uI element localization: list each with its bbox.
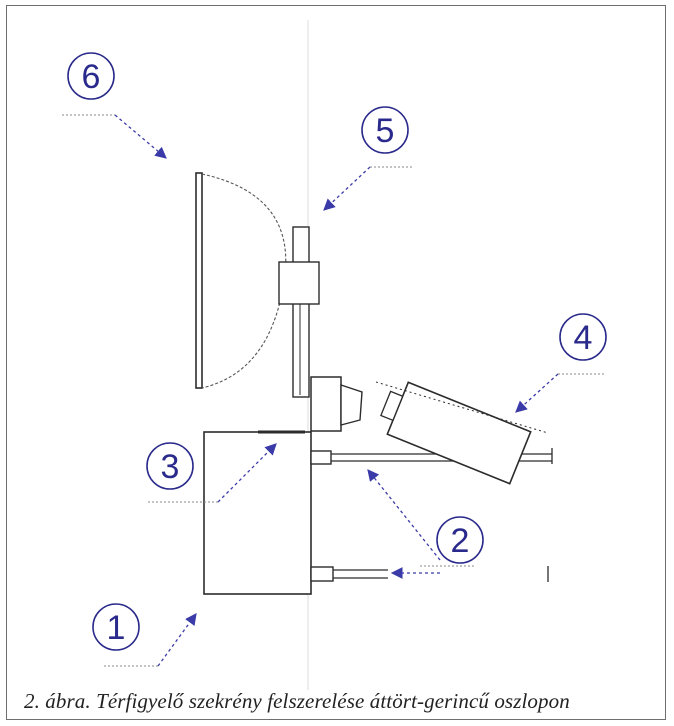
cabinet-box [203,431,312,595]
callout-1: 1 [92,603,140,651]
callout-1-label: 1 [107,609,126,647]
camera-housing [380,381,532,485]
bracket [310,376,363,432]
callout-6: 6 [67,52,115,100]
callout-4: 4 [559,313,607,361]
callout-3-label: 3 [161,448,180,486]
callout-6-label: 6 [82,58,101,96]
mast-assembly [278,226,320,398]
figure-caption: 2. ábra. Térfigyelő szekrény felszerelés… [24,689,570,713]
callout-5-label: 5 [376,112,395,150]
leader-lines [62,114,604,667]
figure-frame [6,5,666,720]
callout-2-label: 2 [451,522,470,560]
callout-2: 2 [436,516,484,564]
mounting-rod-lower [310,566,549,582]
monitor-dome [195,172,287,389]
callout-5: 5 [361,106,409,154]
callout-3: 3 [146,442,194,490]
callout-4-label: 4 [574,319,593,357]
